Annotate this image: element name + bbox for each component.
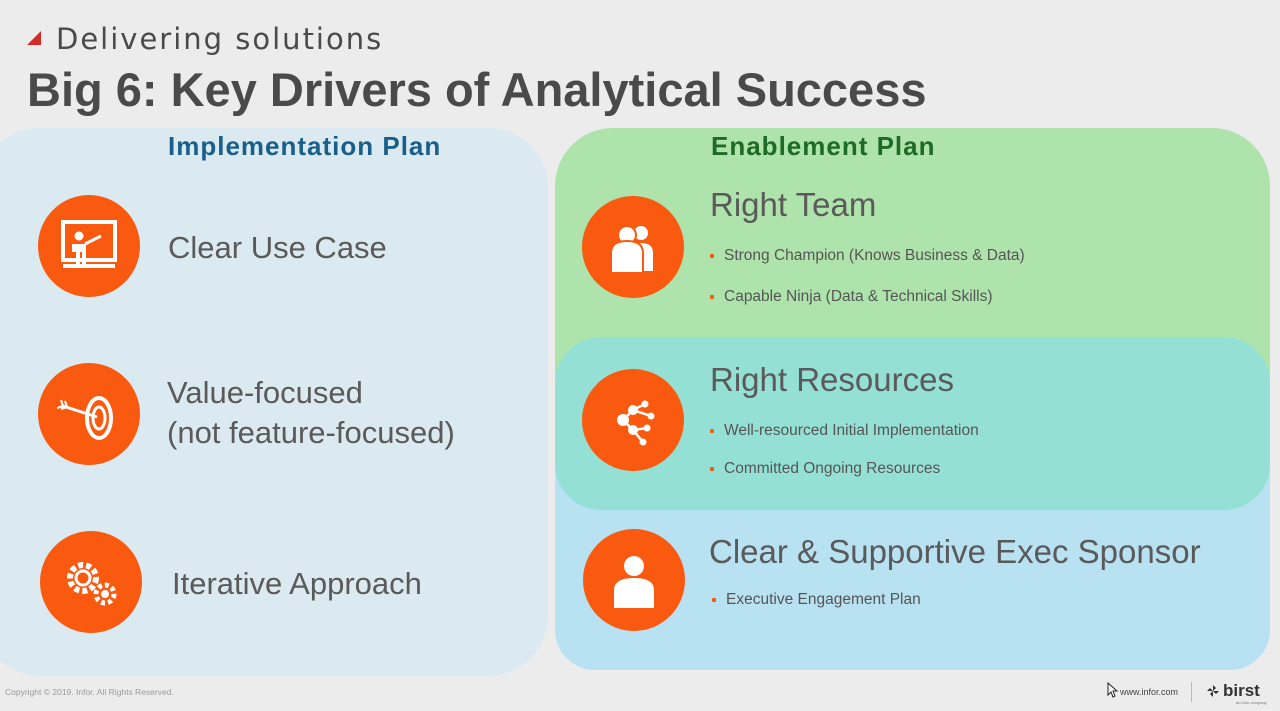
birst-mark-icon [1207,685,1219,697]
footer-divider [1191,682,1192,702]
copyright-text: Copyright © 2019. Infor. All Rights Rese… [5,687,174,697]
exec-sponsor-title: Clear & Supportive Exec Sponsor [709,533,1201,570]
mouse-cursor-icon [1107,682,1119,698]
iterative-approach-label: Iterative Approach [172,566,422,601]
person-icon [583,529,685,631]
kicker-mark [27,31,41,45]
brand-subtitle: an infor company [1236,700,1267,705]
value-focused-line1: Value-focused [167,375,363,410]
network-icon [582,369,684,471]
team-bullet-2: Capable Ninja (Data & Technical Skills) [710,288,993,306]
footer-url[interactable]: www.infor.com [1120,687,1179,697]
presentation-icon [38,195,140,297]
value-focused-label: Value-focused (not feature-focused) [167,373,455,454]
resources-bullet-1: Well-resourced Initial Implementation [710,422,979,440]
brand-name: birst [1223,681,1260,700]
right-team-title: Right Team [710,186,877,223]
implementation-heading: Implementation Plan [168,131,442,161]
slide-kicker: Delivering solutions [56,22,384,56]
gears-icon [40,531,142,633]
enablement-heading: Enablement Plan [711,131,936,161]
clear-use-case-label: Clear Use Case [168,230,387,265]
sponsor-bullet-1: Executive Engagement Plan [712,591,921,609]
team-icon [582,196,684,298]
target-icon [38,363,140,465]
birst-logo: birst [1206,681,1260,701]
slide-title: Big 6: Key Drivers of Analytical Success [27,63,927,116]
team-bullet-1: Strong Champion (Knows Business & Data) [710,247,1025,265]
resources-bullet-2: Committed Ongoing Resources [710,460,940,478]
value-focused-line2: (not feature-focused) [167,415,455,451]
right-resources-title: Right Resources [710,361,954,398]
